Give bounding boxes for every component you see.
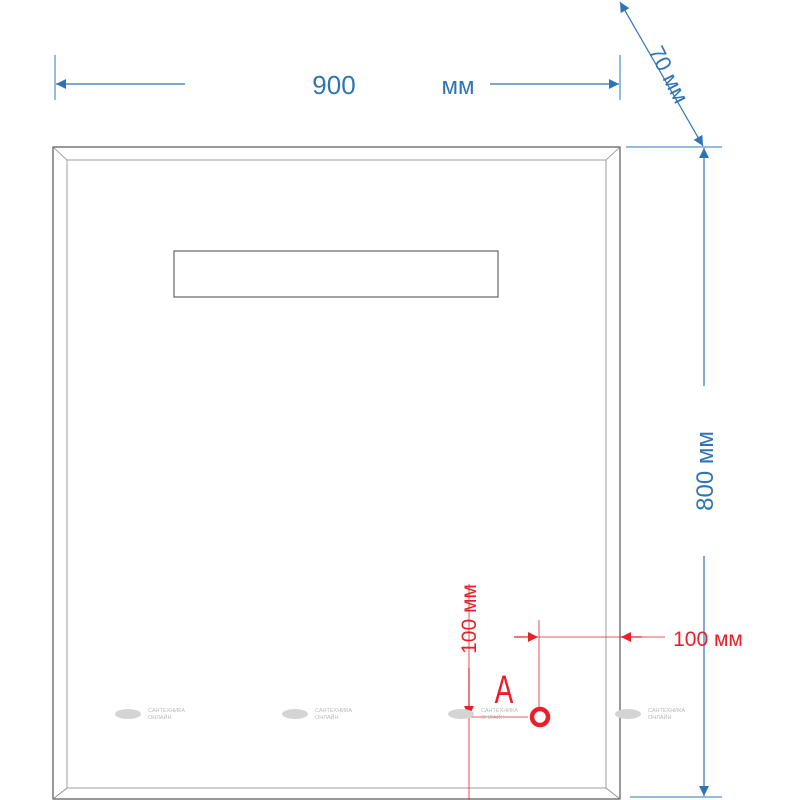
depth-dimension: 70 мм	[619, 1, 704, 147]
svg-text:САНТЕХНИКА: САНТЕХНИКА	[481, 708, 518, 714]
socket-right-dimension: 100 мм	[514, 620, 743, 712]
watermark-logo-icon	[448, 709, 474, 719]
socket-marker-letter: A	[495, 668, 514, 712]
socket-bottom-dimension: 100 мм	[452, 584, 528, 800]
width-value: 900	[312, 70, 355, 100]
mirror-outline	[52, 146, 621, 800]
svg-text:ОНЛАЙН: ОНЛАЙН	[148, 713, 171, 721]
socket-marker: A	[495, 668, 551, 728]
watermark-2: САНТЕХНИКА ОНЛАЙН	[282, 708, 352, 721]
width-unit: мм	[442, 73, 475, 100]
watermark-1: САНТЕХНИКА ОНЛАЙН	[115, 708, 185, 721]
height-dimension: 800 мм	[626, 146, 722, 798]
width-dimension: 900 мм	[54, 55, 621, 100]
socket-right-label: 100 мм	[673, 628, 743, 651]
watermark-logo-icon	[282, 709, 308, 719]
svg-text:САНТЕХНИКА: САНТЕХНИКА	[648, 708, 685, 714]
svg-text:САНТЕХНИКА: САНТЕХНИКА	[315, 708, 352, 714]
socket-circle-icon	[529, 706, 551, 728]
watermark-3: САНТЕХНИКА ОНЛАЙН	[448, 708, 518, 721]
watermark-4: САНТЕХНИКА ОНЛАЙН	[615, 708, 685, 721]
svg-text:ОНЛАЙН: ОНЛАЙН	[481, 713, 504, 721]
watermark-logo-icon	[615, 709, 641, 719]
watermark-logo-icon	[115, 709, 141, 719]
depth-label: 70 мм	[644, 42, 694, 108]
height-label: 800 мм	[692, 431, 719, 511]
svg-text:САНТЕХНИКА: САНТЕХНИКА	[148, 708, 185, 714]
svg-text:ОНЛАЙН: ОНЛАЙН	[648, 713, 671, 721]
svg-text:ОНЛАЙН: ОНЛАЙН	[315, 713, 338, 721]
socket-bottom-label: 100 мм	[458, 584, 481, 654]
light-panel	[173, 250, 499, 298]
